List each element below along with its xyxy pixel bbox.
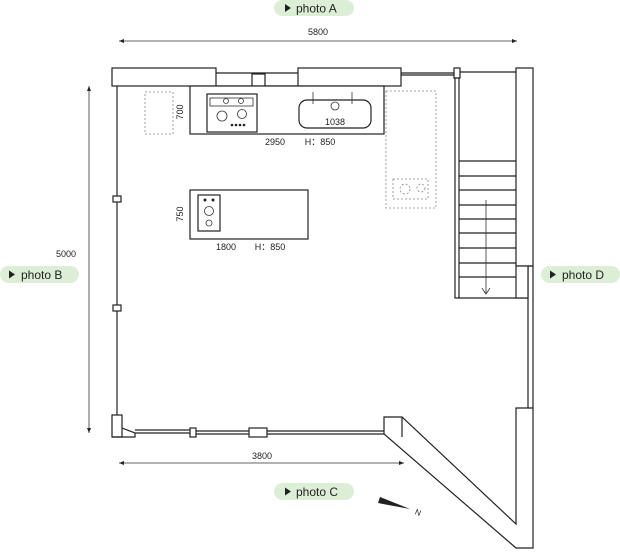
island-cooktop-icon [197,194,221,232]
vent-hood [251,73,266,87]
island-depth-text: 750 [175,206,185,221]
photo-c-label[interactable]: photo C [274,483,354,500]
play-icon [550,270,556,279]
stair-rail [454,77,460,299]
corner-column-left [111,414,123,438]
dimension-left-text: 5000 [56,249,76,259]
north-label: N [414,507,423,518]
north-arrow: N [378,497,423,518]
fridge-outline [144,91,174,135]
counter-height-text: H：850 [305,137,336,147]
photo-b-label[interactable]: photo B [0,266,79,283]
play-icon [9,270,15,279]
play-icon [285,4,291,12]
bottom-window [248,427,268,438]
island-length-text: 1800 [216,242,236,252]
side-cooktop-outline [385,90,437,209]
dimension-top: 5800 [119,27,517,43]
counter-depth-text: 700 [175,104,185,119]
stair-newel [515,265,529,299]
photo-d-text: photo D [562,268,604,282]
island-counter: 750 1800 H：850 [175,189,309,252]
photo-d-label[interactable]: photo D [541,266,620,283]
back-counter: 1038 700 2950 H：850 [175,85,385,147]
left-window-2 [112,304,122,312]
dimension-left: 5000 [56,86,91,433]
bottom-post [189,427,197,438]
north-arrow-icon [378,497,410,509]
stove-icon [206,93,258,133]
photo-b-text: photo B [21,268,62,282]
top-wall-left [111,67,217,87]
play-icon [285,487,291,496]
sink-icon [298,99,372,129]
dimension-bottom-text: 3800 [252,451,272,461]
island-height-text: H：850 [255,242,286,252]
right-wall-upper [515,67,534,267]
sink-width-text: 1038 [325,117,345,127]
staircase [454,77,529,299]
counter-length-text: 2950 [265,137,285,147]
dimension-top-text: 5800 [308,27,328,37]
left-window-1 [112,195,122,203]
dimension-bottom: 3800 [119,451,404,465]
photo-a-label[interactable]: photo A [274,0,354,16]
photo-c-text: photo C [296,485,338,499]
top-wall-right [297,67,402,87]
photo-a-text: photo A [296,2,337,16]
top-post [453,67,461,79]
